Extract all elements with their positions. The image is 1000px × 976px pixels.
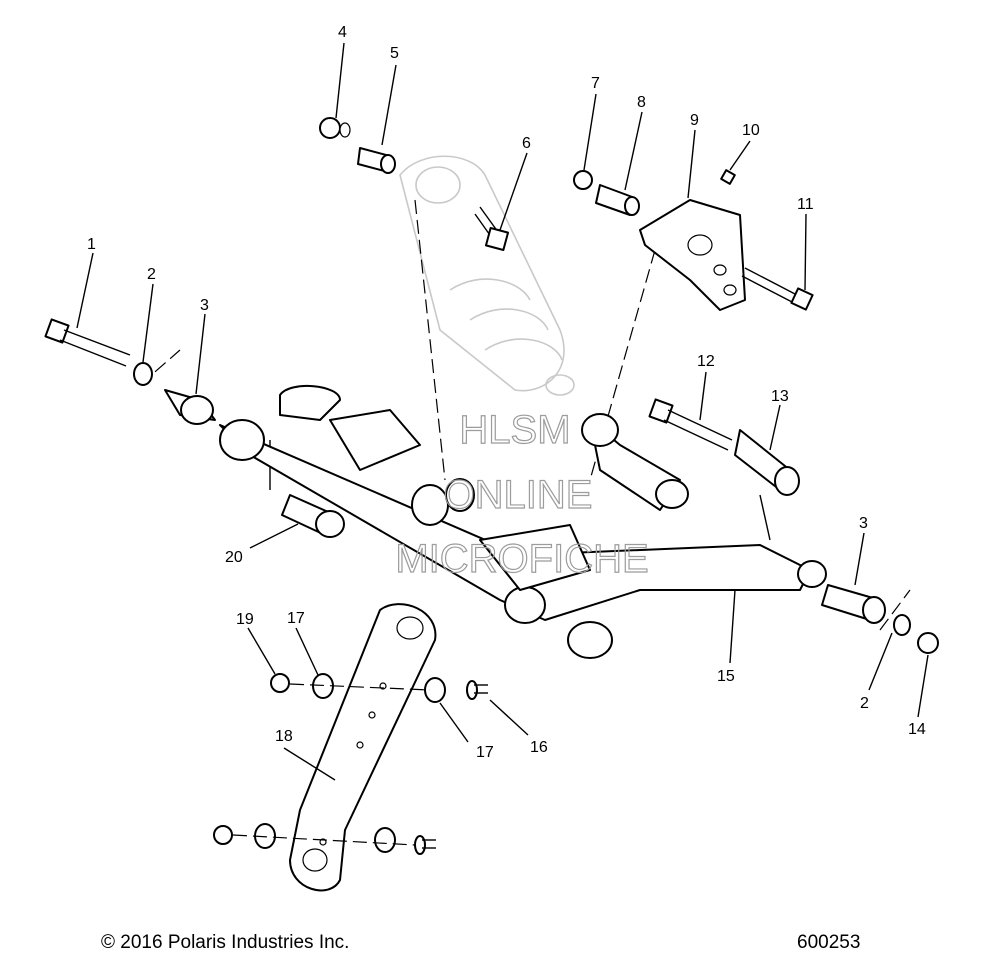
watermark-line-1: HLSM [459, 408, 570, 452]
callout-14: 14 [908, 721, 926, 738]
nut-part-7 [573, 170, 593, 190]
bracket-part-9 [639, 199, 746, 311]
callout-6: 6 [522, 135, 531, 152]
washer-part-2a [133, 362, 153, 386]
drawing-number: 600253 [797, 932, 861, 953]
link-part-18 [289, 603, 437, 892]
bolt-part-11 [741, 267, 814, 311]
callout-19: 19 [236, 611, 254, 628]
callout-17b: 17 [476, 744, 494, 761]
bushing-part-20 [281, 494, 345, 538]
callout-20: 20 [225, 549, 243, 566]
callout-17a: 17 [287, 610, 305, 627]
callout-12: 12 [697, 353, 715, 370]
callout-4: 4 [338, 24, 347, 41]
callout-5: 5 [390, 45, 399, 62]
spacer-part-5 [357, 147, 396, 174]
callout-13: 13 [771, 388, 789, 405]
fitting-part-10 [720, 169, 736, 185]
callout-2b: 2 [860, 695, 869, 712]
callout-11: 11 [797, 196, 814, 213]
callout-18: 18 [275, 728, 293, 745]
callout-1: 1 [87, 236, 96, 253]
a-arm-part-15 [219, 384, 827, 659]
shock-absorber [399, 155, 575, 396]
bushing-part-13 [734, 429, 800, 496]
spacer-part-8 [595, 184, 640, 216]
callout-2a: 2 [147, 266, 156, 283]
callout-3b: 3 [859, 515, 868, 532]
callout-10: 10 [742, 122, 760, 139]
washer-part-17b [424, 677, 446, 703]
alignment-line-link-lower [232, 834, 416, 846]
bolt-part-1 [44, 318, 131, 367]
watermark-line-2: ONLINE [444, 473, 593, 517]
callout-3a: 3 [200, 297, 209, 314]
callout-7: 7 [591, 75, 600, 92]
watermark: HLSM ONLINE MICROFICHE [395, 407, 650, 581]
bolt-part-12 [648, 398, 733, 451]
callout-leaders [76, 42, 929, 781]
pin-part-16 [466, 680, 488, 700]
callout-16: 16 [530, 739, 548, 756]
washer-lower-right [374, 827, 396, 853]
washer-part-2b [893, 614, 911, 636]
bolt-part-6 [474, 206, 510, 252]
callout-labels: 1 2 3 4 5 6 7 8 9 10 11 12 13 3 2 14 15 … [87, 24, 926, 761]
nut-part-4 [319, 117, 351, 139]
bushing-part-3a [164, 389, 216, 425]
nut-part-19 [270, 673, 290, 693]
nut-part-14 [917, 632, 939, 654]
callout-8: 8 [637, 94, 646, 111]
nut-lower-left [213, 825, 233, 845]
callout-15: 15 [717, 668, 735, 685]
pin-lower [414, 835, 436, 855]
watermark-line-3: MICROFICHE [395, 537, 648, 581]
copyright-text: © 2016 Polaris Industries Inc. [101, 932, 350, 953]
alignment-line-link [289, 683, 431, 691]
callout-9: 9 [690, 112, 699, 129]
bushing-part-3b [821, 584, 886, 624]
